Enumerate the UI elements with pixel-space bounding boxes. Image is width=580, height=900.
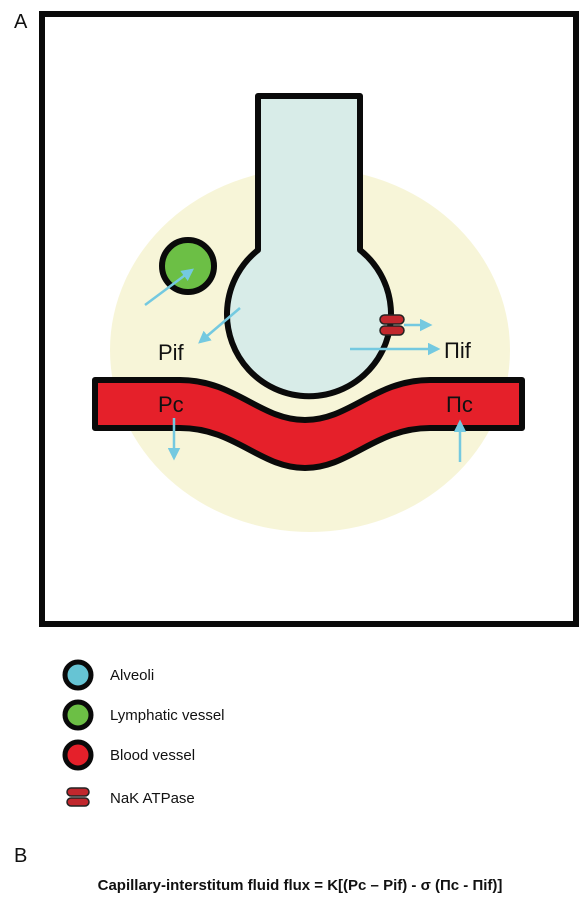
nak-atpase-icon [67, 788, 89, 806]
blood-vessel-circle-icon [65, 742, 91, 768]
lymphatic-vessel [162, 240, 214, 292]
legend-label-lymphatic: Lymphatic vessel [110, 707, 225, 724]
lymphatic-circle-icon [65, 702, 91, 728]
legend-item-lymphatic: Lymphatic vessel [65, 702, 225, 728]
legend-item-alveoli: Alveoli [65, 662, 154, 688]
legend-label-nak-atpase: NaK ATPase [110, 790, 195, 807]
legend-item-blood-vessel: Blood vessel [65, 742, 195, 768]
label-piif: Пif [444, 338, 472, 363]
panel-a-letter: A [14, 11, 28, 33]
legend: Alveoli Lymphatic vessel Blood vessel Na… [65, 662, 225, 807]
flux-equation: Capillary-interstitum fluid flux = K[(Pc… [98, 877, 503, 894]
label-pic: Пc [446, 392, 473, 417]
legend-item-nak-atpase: NaK ATPase [67, 788, 195, 807]
legend-label-alveoli: Alveoli [110, 667, 154, 684]
label-pif: Pif [158, 340, 185, 365]
alveoli-circle-icon [65, 662, 91, 688]
legend-label-blood-vessel: Blood vessel [110, 747, 195, 764]
label-pc: Pc [158, 392, 184, 417]
panel-b-letter: B [14, 845, 27, 867]
